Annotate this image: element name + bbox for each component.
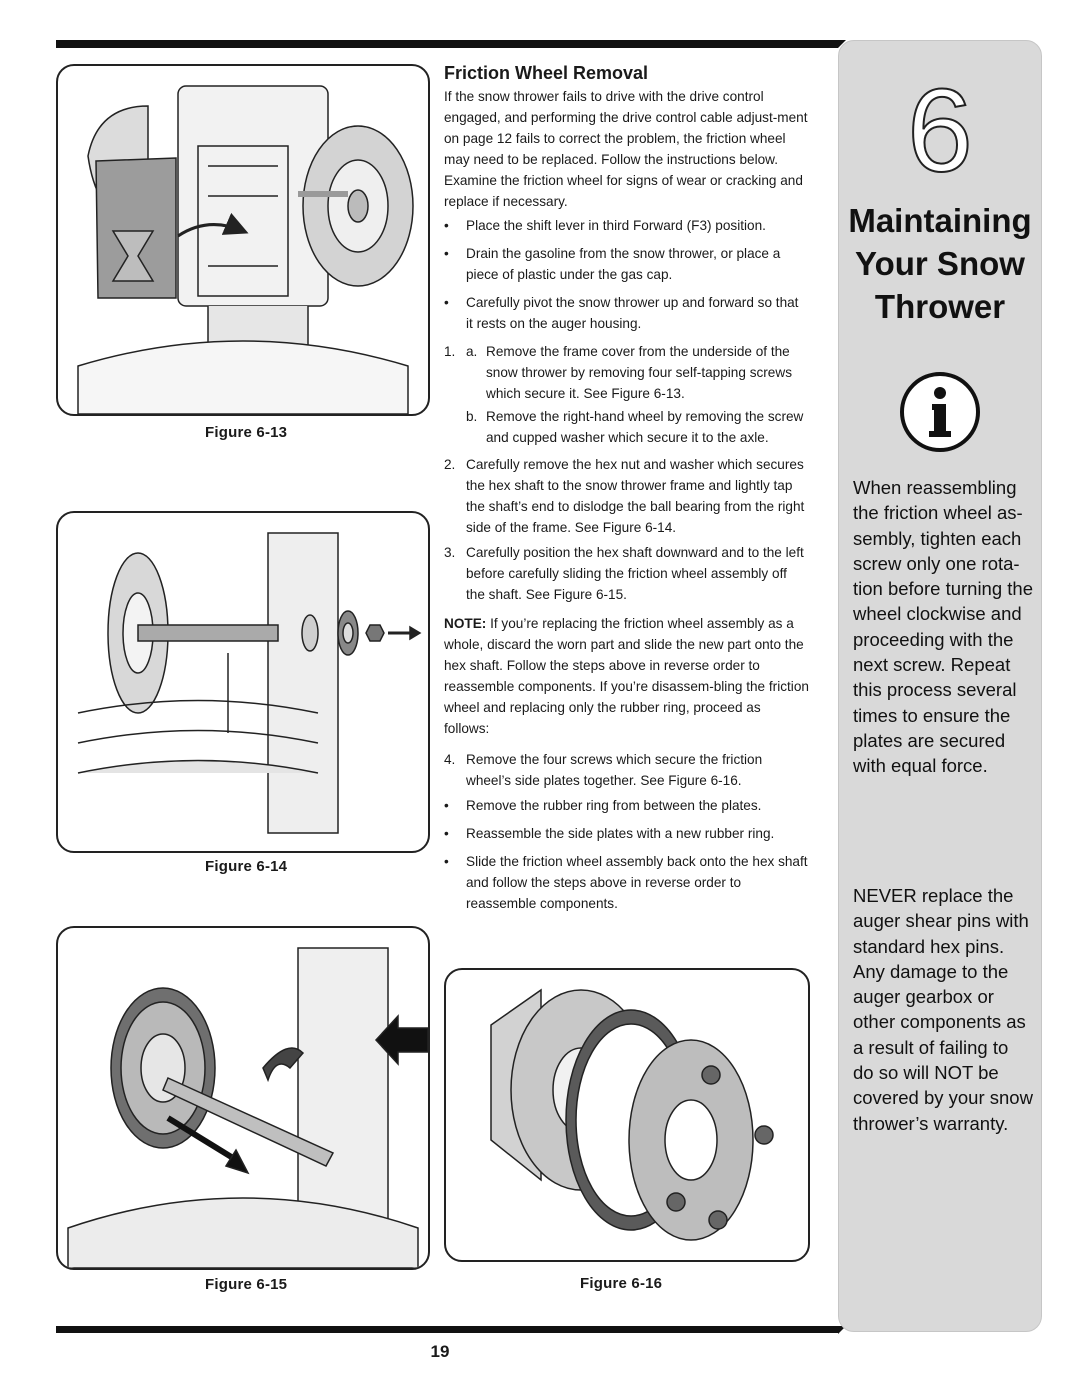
list-item: •Reassemble the side plates with a new r…	[444, 823, 809, 844]
intro-paragraph: If the snow thrower fails to drive with …	[444, 89, 808, 209]
figure-6-16-caption: Figure 6-16	[580, 1275, 663, 1292]
step-3: 3.Carefully position the hex shaft downw…	[444, 545, 804, 602]
figure-6-16-illustration	[444, 968, 810, 1262]
bullet-glyph: •	[444, 854, 449, 869]
bottom-rule	[56, 1326, 846, 1334]
figure-6-13-caption: Figure 6-13	[205, 424, 288, 441]
step-2: 2.Carefully remove the hex nut and washe…	[444, 457, 805, 535]
figure-6-15-illustration	[56, 926, 430, 1270]
bullet-glyph: •	[444, 295, 449, 310]
instructions-column: Friction Wheel Removal If the snow throw…	[444, 62, 809, 921]
step-1: 1. a.Remove the frame cover from the und…	[444, 341, 809, 450]
figure-6-15-caption: Figure 6-15	[205, 1276, 288, 1293]
top-rule	[56, 40, 846, 48]
reassembly-tip: When reassembling the friction wheel as-…	[853, 477, 1033, 777]
step-4: 4.Remove the four screws which secure th…	[444, 752, 763, 788]
snow-thrower-frame-cover-drawing	[77, 85, 414, 414]
bullet-glyph: •	[444, 246, 449, 261]
info-icon	[900, 372, 980, 452]
bullet-glyph: •	[444, 826, 449, 841]
list-item: •Slide the friction wheel assembly back …	[444, 851, 809, 914]
shear-pin-warning: NEVER replace the auger shear pins with …	[853, 885, 1033, 1134]
chapter-title: Maintaining Your Snow Thrower	[848, 202, 1032, 325]
chapter-sidebar: 6 Maintaining Your Snow Thrower When rea…	[838, 40, 1042, 1332]
list-item: •Place the shift lever in third Forward …	[444, 215, 809, 236]
hex-shaft-nut-removal-drawing	[77, 532, 422, 834]
bullet-glyph: •	[444, 218, 449, 233]
list-item: •Drain the gasoline from the snow throwe…	[444, 243, 809, 285]
figure-6-13-illustration	[56, 64, 430, 416]
step-1b: b.Remove the right-hand wheel by removin…	[466, 409, 804, 445]
chapter-number: 6	[906, 65, 974, 197]
list-item: •Carefully pivot the snow thrower up and…	[444, 292, 809, 334]
friction-wheel-slide-off-drawing	[67, 947, 428, 1268]
friction-wheel-exploded-view-drawing	[490, 988, 774, 1241]
figure-6-14-caption: Figure 6-14	[205, 858, 288, 875]
bullet-glyph: •	[444, 798, 449, 813]
section-heading: Friction Wheel Removal	[444, 63, 649, 83]
page-number: 19	[430, 1342, 450, 1361]
list-item: •Remove the rubber ring from between the…	[444, 795, 809, 816]
figure-6-14-illustration	[56, 511, 430, 853]
step-1a: a.Remove the frame cover from the unders…	[466, 344, 792, 401]
note-paragraph: NOTE: If you’re replacing the friction w…	[444, 616, 809, 736]
